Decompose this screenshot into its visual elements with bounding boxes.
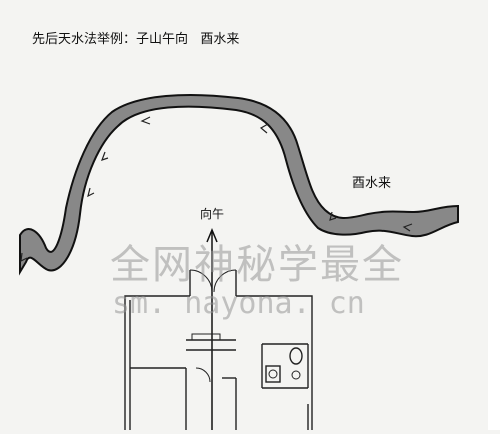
entrance-door bbox=[189, 270, 237, 296]
watermark-text: 全网神秘学最全 bbox=[110, 242, 404, 288]
arrow-mark bbox=[100, 151, 109, 161]
arrow-mark bbox=[87, 187, 95, 198]
arrow-mark bbox=[259, 123, 269, 134]
floor-plan bbox=[124, 269, 313, 430]
counter bbox=[191, 333, 221, 341]
river-label: 酉水来 bbox=[352, 176, 392, 191]
arrow-mark bbox=[402, 223, 413, 232]
diagram-title: 先后天水法举例：子山午向 酉水来 bbox=[32, 32, 240, 47]
facing-label: 向午 bbox=[200, 207, 225, 221]
arrow-mark bbox=[20, 252, 28, 263]
arrow-mark bbox=[140, 116, 151, 125]
bathroom-sink bbox=[265, 365, 281, 383]
arrow-mark bbox=[329, 211, 337, 221]
watermark-url: sm. nayona. cn bbox=[112, 286, 365, 321]
flow-arrows bbox=[20, 116, 413, 263]
facing-arrow bbox=[206, 228, 218, 430]
page-edge bbox=[488, 0, 500, 430]
toilet bbox=[289, 347, 303, 365]
river-band bbox=[19, 93, 459, 276]
